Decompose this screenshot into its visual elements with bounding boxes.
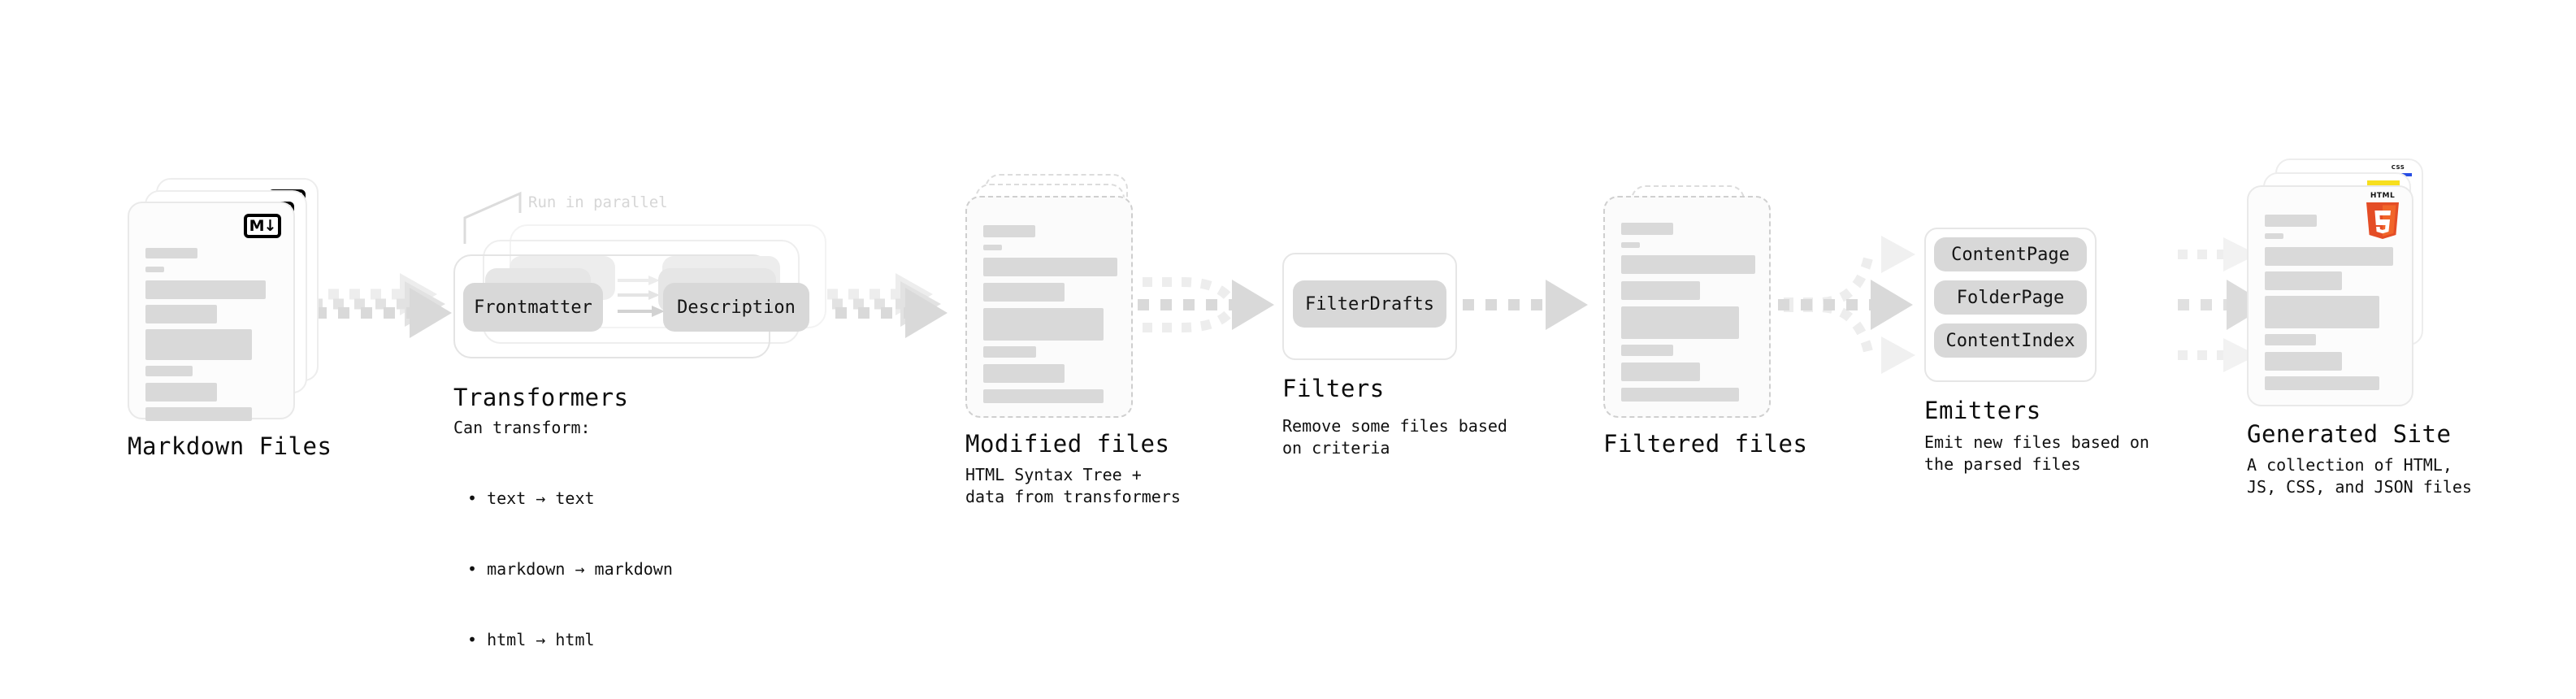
markdown-icon: M↓	[244, 214, 281, 238]
markdown-files-title: Markdown Files	[128, 432, 332, 460]
placeholder-line	[983, 283, 1065, 302]
placeholder-line	[1621, 223, 1673, 235]
modified-files-subtitle-1: HTML Syntax Tree +	[965, 465, 1142, 484]
emitter-node-contentpage[interactable]: ContentPage	[1934, 237, 2087, 271]
emitter-node-contentindex[interactable]: ContentIndex	[1934, 323, 2087, 358]
placeholder-line	[145, 366, 193, 376]
run-in-parallel-label: Run in parallel	[528, 193, 668, 211]
markdown-card-front: M↓	[128, 202, 295, 421]
html5-icon-label: HTML	[2370, 192, 2396, 200]
placeholder-line	[2265, 247, 2393, 266]
modified-files-subtitle-2: data from transformers	[965, 487, 1181, 506]
placeholder-line	[983, 389, 1104, 403]
modified-files-title: Modified files	[965, 430, 1170, 458]
placeholder-line	[2265, 215, 2317, 227]
placeholder-line	[983, 258, 1117, 276]
placeholder-line	[1621, 281, 1700, 300]
placeholder-line	[2265, 376, 2379, 390]
generated-site-subtitle-1: A collection of HTML,	[2247, 455, 2452, 475]
transformers-bullet-1: • text → text	[467, 488, 595, 508]
transformers-bullet-list: • text → text • markdown → markdown • ht…	[467, 440, 673, 699]
emitters-title: Emitters	[1924, 397, 2041, 424]
transformers-title: Transformers	[453, 384, 629, 411]
placeholder-line	[1621, 345, 1673, 356]
placeholder-line	[2265, 352, 2342, 371]
placeholder-line	[1621, 363, 1700, 381]
placeholder-line	[145, 248, 197, 258]
transformer-node-description[interactable]: Description	[663, 283, 809, 332]
placeholder-line	[2265, 334, 2316, 345]
arrow-filtered-to-emitters	[1778, 236, 1915, 374]
placeholder-line	[145, 383, 217, 402]
placeholder-line	[983, 364, 1065, 383]
arrow-transformers-to-modified	[827, 273, 948, 338]
generated-card-front: HTML	[2247, 185, 2413, 406]
filter-node-filterdrafts[interactable]: FilterDrafts	[1293, 280, 1446, 328]
transformers-bullet-2: • markdown → markdown	[467, 559, 673, 579]
transformer-node-frontmatter[interactable]: Frontmatter	[463, 283, 603, 332]
placeholder-line	[145, 305, 217, 323]
transformers-subtitle: Can transform:	[453, 418, 591, 437]
arrow-filters-to-filtered	[1463, 280, 1588, 330]
placeholder-line	[983, 225, 1035, 237]
placeholder-line	[2265, 296, 2379, 328]
placeholder-line	[983, 346, 1036, 358]
placeholder-line	[983, 245, 1002, 250]
generated-site-subtitle-2: JS, CSS, and JSON files	[2247, 477, 2472, 497]
placeholder-line	[2265, 233, 2283, 239]
filtered-card-front	[1603, 196, 1771, 418]
placeholder-line	[1621, 306, 1739, 339]
generated-site-title: Generated Site	[2247, 420, 2452, 448]
filters-title: Filters	[1282, 375, 1385, 402]
emitters-subtitle-1: Emit new files based on	[1924, 432, 2149, 452]
css3-icon-label: CSS	[2391, 164, 2405, 171]
diagram-canvas: M↓ M↓ M↓ Markdown Files Run in parallel	[128, 158, 2472, 649]
placeholder-line	[1621, 255, 1755, 274]
emitter-node-folderpage[interactable]: FolderPage	[1934, 280, 2087, 315]
transformers-bullet-3: • html → html	[467, 630, 595, 649]
emitters-subtitle-2: the parsed files	[1924, 454, 2081, 474]
placeholder-line	[1621, 388, 1739, 402]
filtered-files-title: Filtered files	[1603, 430, 1808, 458]
placeholder-line	[1621, 242, 1640, 248]
placeholder-line	[145, 407, 252, 421]
filters-subtitle-1: Remove some files based	[1282, 416, 1507, 436]
placeholder-line	[145, 329, 252, 360]
arrow-modified-to-filters	[1138, 277, 1274, 332]
modified-card-front	[965, 196, 1133, 418]
html5-icon: HTML	[2363, 192, 2402, 239]
arrow-markdown-to-transformers	[307, 273, 452, 338]
placeholder-line	[145, 280, 266, 299]
placeholder-line	[2265, 271, 2342, 290]
placeholder-line	[983, 308, 1104, 341]
filters-subtitle-2: on criteria	[1282, 438, 1390, 458]
placeholder-line	[145, 267, 164, 272]
